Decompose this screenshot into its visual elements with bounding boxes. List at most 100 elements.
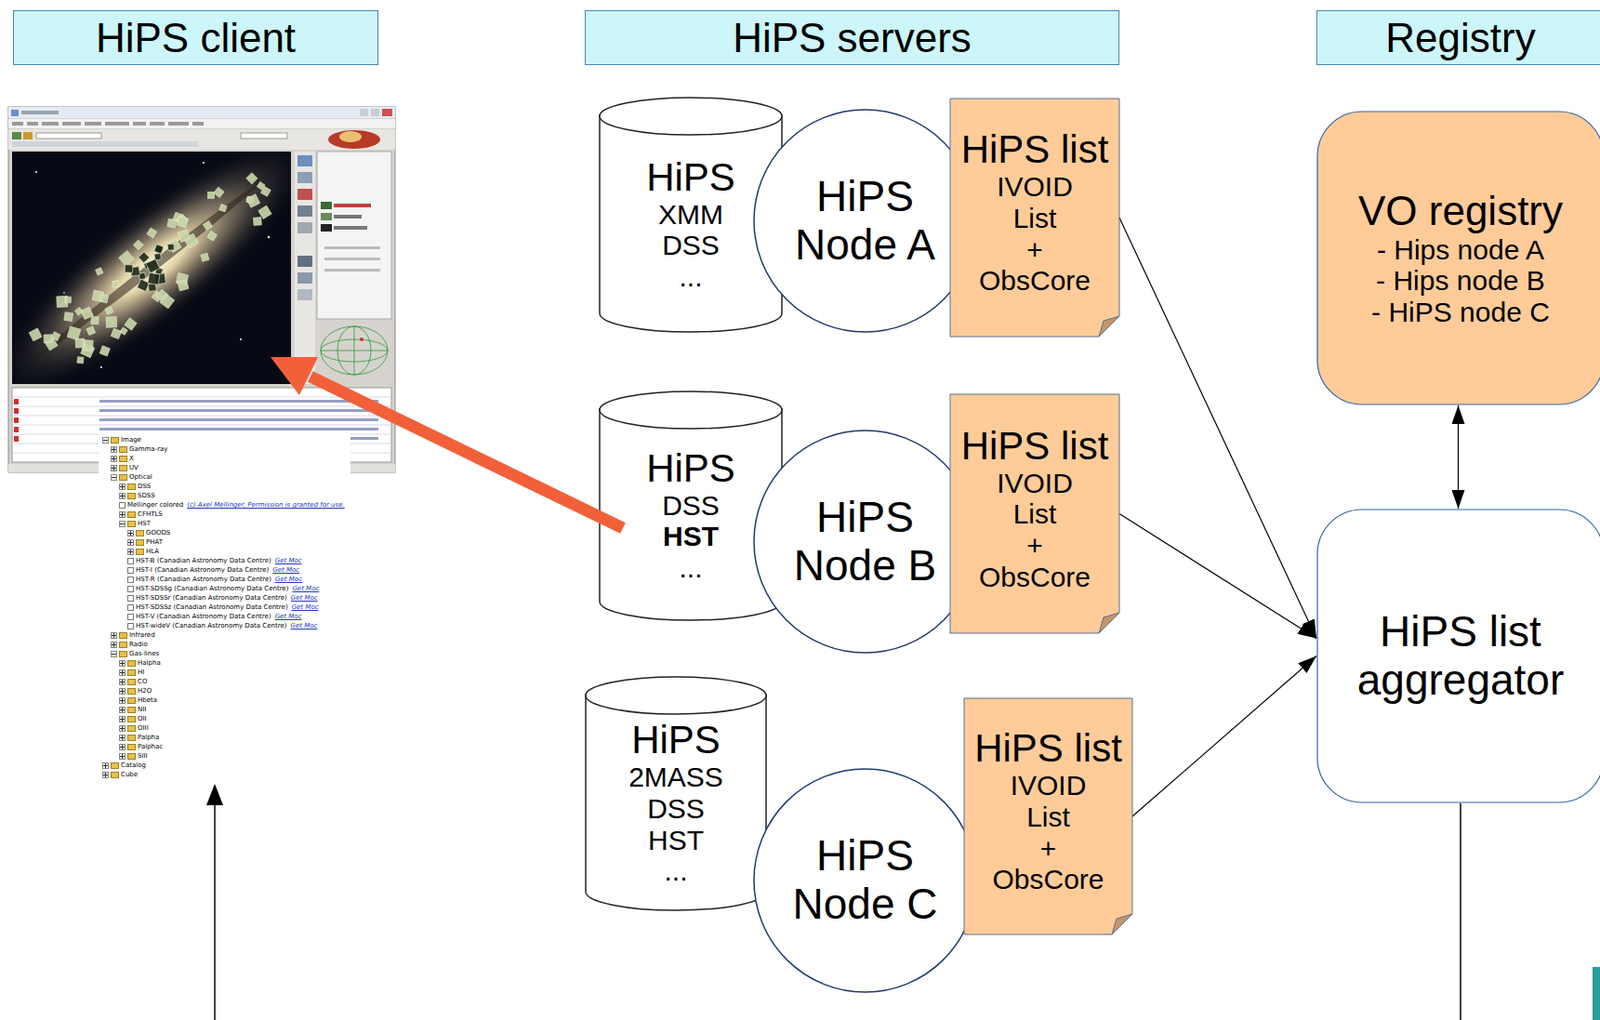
checkbox-icon xyxy=(127,585,134,593)
connector xyxy=(1457,405,1459,509)
footprint xyxy=(91,317,99,325)
checkbox-icon xyxy=(127,622,134,630)
shape-line: ObsCore xyxy=(978,561,1091,594)
tree-row: OII xyxy=(98,714,345,724)
tree-label: Infrared xyxy=(129,630,156,640)
text-stack: HiPS Node A xyxy=(772,172,959,269)
corner-mark xyxy=(1592,966,1600,1020)
text-stack: HiPSXMMDSS... xyxy=(646,155,736,293)
folder-icon xyxy=(119,446,128,453)
footprint xyxy=(202,220,212,230)
footprint xyxy=(260,185,271,197)
footprint xyxy=(155,245,164,254)
folder-icon xyxy=(110,436,120,444)
tree-row: SIII xyxy=(98,751,345,761)
folder-icon xyxy=(127,669,136,676)
tree-label: UV xyxy=(129,462,139,473)
text-stack: HiPS servers xyxy=(732,14,972,61)
footprint xyxy=(168,238,182,252)
footprint xyxy=(105,317,118,329)
expander-icon xyxy=(110,632,118,639)
footprint xyxy=(252,217,262,226)
footprints xyxy=(28,172,272,364)
folder-icon xyxy=(127,520,136,528)
footprint xyxy=(213,186,225,198)
footprint xyxy=(177,229,190,242)
shape-line: DSS xyxy=(647,793,705,825)
folder-icon xyxy=(127,492,136,500)
tree-row: CO xyxy=(98,676,345,687)
shape-line: IVOID xyxy=(1010,769,1087,802)
tree-row: HI xyxy=(98,667,345,677)
menu-items xyxy=(12,121,204,126)
text-stack: VO registry- Hips node A- Hips node B- H… xyxy=(1358,187,1563,328)
table-marks xyxy=(13,398,19,442)
dust-lane xyxy=(35,181,262,361)
text-stack: HiPS Node B xyxy=(772,493,959,590)
footprint xyxy=(177,279,189,291)
tree-label: Palphac xyxy=(137,741,163,752)
tree-row: SDSS xyxy=(98,490,345,501)
expander-icon xyxy=(110,464,118,472)
tree-row: Halpha xyxy=(98,658,345,668)
shape-line: 2MASS xyxy=(628,761,724,794)
shape-line: - HiPS node C xyxy=(1371,296,1550,329)
footprint xyxy=(77,357,84,364)
document-sheet xyxy=(950,394,1120,634)
expander-icon xyxy=(119,697,126,704)
tree-label: GOODS xyxy=(145,528,171,538)
tree-row: Mellinger colored(c) Axel Mellinger, Per… xyxy=(98,500,345,510)
circle-shape xyxy=(753,109,977,332)
footprint xyxy=(64,312,74,322)
tree-row: NII xyxy=(98,704,345,715)
tree-row: HST-SDSSg (Canadian Astronomy Data Centr… xyxy=(98,583,345,594)
checkbox-icon xyxy=(127,567,134,574)
document-fold xyxy=(1111,913,1133,935)
tree-label: NII xyxy=(137,704,146,715)
shape-line: List xyxy=(1013,498,1058,530)
expander-icon xyxy=(102,771,109,779)
load-arrow-shaft xyxy=(310,376,623,529)
footprint xyxy=(28,328,42,342)
shape-title: HiPS list aggregator xyxy=(1335,608,1587,704)
cylinder-top xyxy=(585,676,767,715)
galaxy xyxy=(12,151,291,384)
tool-bar xyxy=(8,129,396,150)
link-text: Get Moc xyxy=(275,555,303,566)
tree-row: Radio xyxy=(98,639,345,649)
feed-arrow-head xyxy=(206,783,224,806)
footprint xyxy=(119,251,135,267)
tree-label: SDSS xyxy=(137,490,156,501)
tree-label: Image xyxy=(120,435,142,445)
tree-label: HI xyxy=(137,667,145,677)
tool-icons xyxy=(297,155,313,301)
title-bar xyxy=(8,106,396,119)
title-mark xyxy=(21,110,59,115)
plane-entries xyxy=(320,201,381,272)
folder-icon xyxy=(127,706,136,714)
tree-label: HST-SDSSz (Canadian Astronomy Data Centr… xyxy=(135,602,289,612)
expander-icon xyxy=(119,743,126,751)
folder-icon xyxy=(119,464,128,472)
toolbar-buttons xyxy=(12,132,288,147)
footprint xyxy=(207,191,214,199)
connector xyxy=(1132,656,1317,818)
tree-row: GOODS xyxy=(98,528,345,538)
tree-row: HST-SDSSz (Canadian Astronomy Data Centr… xyxy=(98,602,345,612)
checkbox-icon xyxy=(127,576,134,583)
footprint xyxy=(207,231,217,241)
document-sheet xyxy=(964,698,1133,935)
expander-icon xyxy=(119,669,126,676)
position-dot xyxy=(359,337,364,342)
shape-title: HiPS list xyxy=(961,127,1110,172)
app-icon xyxy=(11,109,19,117)
expander-icon xyxy=(119,725,126,732)
tree-label: Palpha xyxy=(137,732,159,742)
cylinder-body xyxy=(599,409,782,621)
text-stack: HiPS list aggregator xyxy=(1335,608,1587,704)
shape-line: ... xyxy=(678,261,702,293)
tree-row: HST-wideV (Canadian Astronomy Data Centr… xyxy=(98,621,345,631)
footprint xyxy=(167,218,177,228)
tree-row: HST-V (Canadian Astronomy Data Centre)Ge… xyxy=(98,611,345,622)
